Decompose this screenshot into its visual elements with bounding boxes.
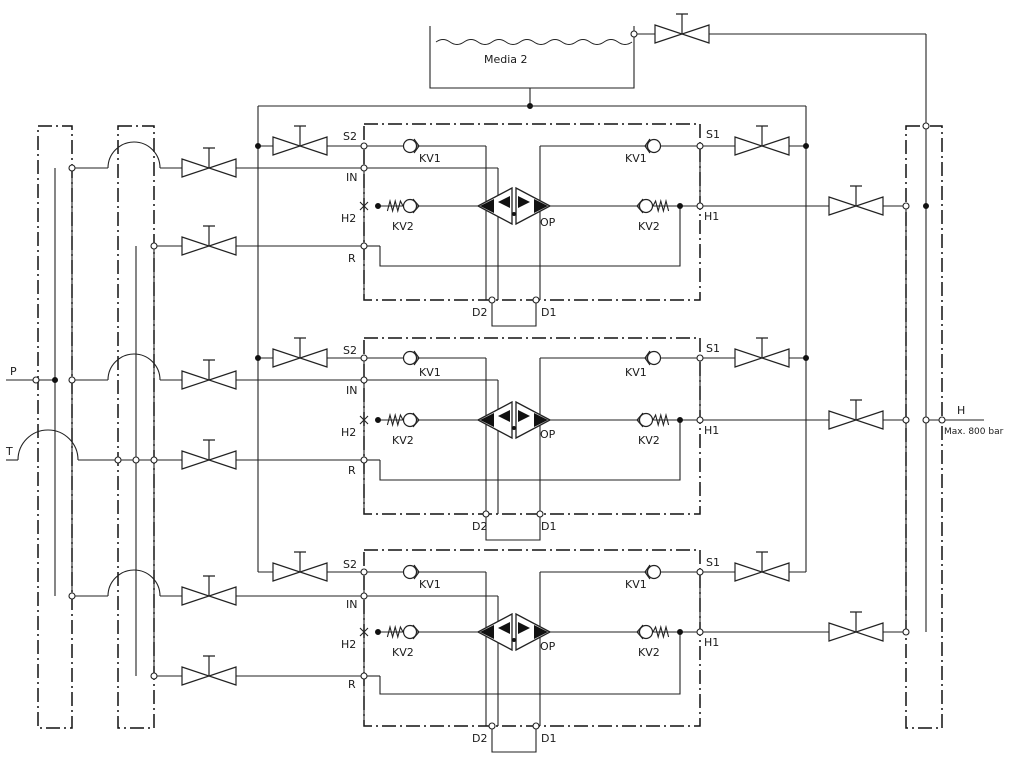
port-h1-label: H1 bbox=[704, 210, 719, 223]
module-3 bbox=[68, 568, 806, 753]
kv1-left-label: KV1 bbox=[419, 152, 441, 165]
valve-icon bbox=[181, 655, 237, 686]
spring-check-valve-icon bbox=[386, 624, 420, 640]
valve-icon bbox=[734, 125, 790, 156]
port-d1-label: D1 bbox=[541, 732, 556, 745]
spring-check-valve-icon bbox=[386, 412, 420, 428]
port-d1-label: D1 bbox=[541, 306, 556, 319]
port-r-label: R bbox=[348, 464, 356, 477]
port-r-label: R bbox=[348, 678, 356, 691]
op-label: OP bbox=[540, 640, 556, 653]
kv2-left-label: KV2 bbox=[392, 220, 414, 233]
port-s1-label: S1 bbox=[706, 556, 720, 569]
valve-icon bbox=[181, 359, 237, 390]
port-s2-label: S2 bbox=[343, 130, 357, 143]
kv2-right-label: KV2 bbox=[638, 434, 660, 447]
manifold-bar-h bbox=[905, 125, 943, 729]
manifold-bar-p bbox=[37, 125, 73, 729]
kv1-right-label: KV1 bbox=[625, 152, 647, 165]
valve-icon bbox=[272, 125, 328, 156]
valve-icon bbox=[272, 551, 328, 582]
port-h1-label: H1 bbox=[704, 636, 719, 649]
pilot-valve-group bbox=[476, 186, 552, 652]
port-t-label: T bbox=[5, 445, 13, 458]
check-valve-icon bbox=[644, 138, 662, 154]
module-2 bbox=[52, 353, 809, 541]
port-s1-label: S1 bbox=[706, 128, 720, 141]
check-valve-icon bbox=[402, 350, 420, 366]
port-s1-label: S1 bbox=[706, 342, 720, 355]
valve-icon bbox=[181, 439, 237, 470]
port-d2-label: D2 bbox=[472, 520, 487, 533]
valve-icon bbox=[181, 575, 237, 606]
kv1-left-label: KV1 bbox=[419, 366, 441, 379]
valve-icon bbox=[828, 399, 884, 430]
valve-icon bbox=[734, 551, 790, 582]
kv2-right-label: KV2 bbox=[638, 220, 660, 233]
check-valve-icon bbox=[402, 564, 420, 580]
port-p-label: P bbox=[10, 365, 17, 378]
valve-icon bbox=[272, 337, 328, 368]
kv2-right-label: KV2 bbox=[638, 646, 660, 659]
port-in-label: IN bbox=[346, 384, 357, 397]
check-valve-icon bbox=[644, 564, 662, 580]
port-s2-label: S2 bbox=[343, 558, 357, 571]
kv1-left-label: KV1 bbox=[419, 578, 441, 591]
op-label: OP bbox=[540, 216, 556, 229]
kv1-right-label: KV1 bbox=[625, 366, 647, 379]
valve-icon bbox=[181, 225, 237, 256]
port-d1-label: D1 bbox=[541, 520, 556, 533]
spring-check-valve-icon bbox=[386, 198, 420, 214]
port-d2-label: D2 bbox=[472, 306, 487, 319]
port-h2-label: H2 bbox=[341, 638, 356, 651]
valve-icon bbox=[181, 147, 237, 178]
tank-label: Media 2 bbox=[484, 53, 528, 66]
pilot-valve-icon bbox=[476, 186, 552, 226]
port-h2-label: H2 bbox=[341, 426, 356, 439]
port-r-label: R bbox=[348, 252, 356, 265]
spring-check-valve-icon bbox=[636, 412, 670, 428]
spring-check-valve-icon bbox=[636, 624, 670, 640]
valve-icon bbox=[654, 13, 710, 44]
port-h2-label: H2 bbox=[341, 212, 356, 225]
port-h1-label: H1 bbox=[704, 424, 719, 437]
pilot-valve-icon bbox=[476, 400, 552, 440]
kv1-right-label: KV1 bbox=[625, 578, 647, 591]
port-d2-label: D2 bbox=[472, 732, 487, 745]
valve-icon bbox=[828, 185, 884, 216]
pressure-rating: Max. 800 bar bbox=[944, 427, 1004, 437]
port-in-label: IN bbox=[346, 598, 357, 611]
port-in-label: IN bbox=[346, 171, 357, 184]
check-valve-group bbox=[386, 138, 670, 640]
valve-icon bbox=[828, 611, 884, 642]
port-s2-label: S2 bbox=[343, 344, 357, 357]
tank-icon bbox=[429, 26, 635, 89]
check-valve-icon bbox=[644, 350, 662, 366]
pilot-valve-icon bbox=[476, 612, 552, 652]
kv2-left-label: KV2 bbox=[392, 646, 414, 659]
kv2-left-label: KV2 bbox=[392, 434, 414, 447]
valve-group bbox=[181, 13, 884, 686]
module-1 bbox=[68, 141, 809, 327]
valve-icon bbox=[734, 337, 790, 368]
check-valve-icon bbox=[402, 138, 420, 154]
spring-check-valve-icon bbox=[636, 198, 670, 214]
op-label: OP bbox=[540, 428, 556, 441]
port-h-label: H bbox=[957, 404, 965, 417]
